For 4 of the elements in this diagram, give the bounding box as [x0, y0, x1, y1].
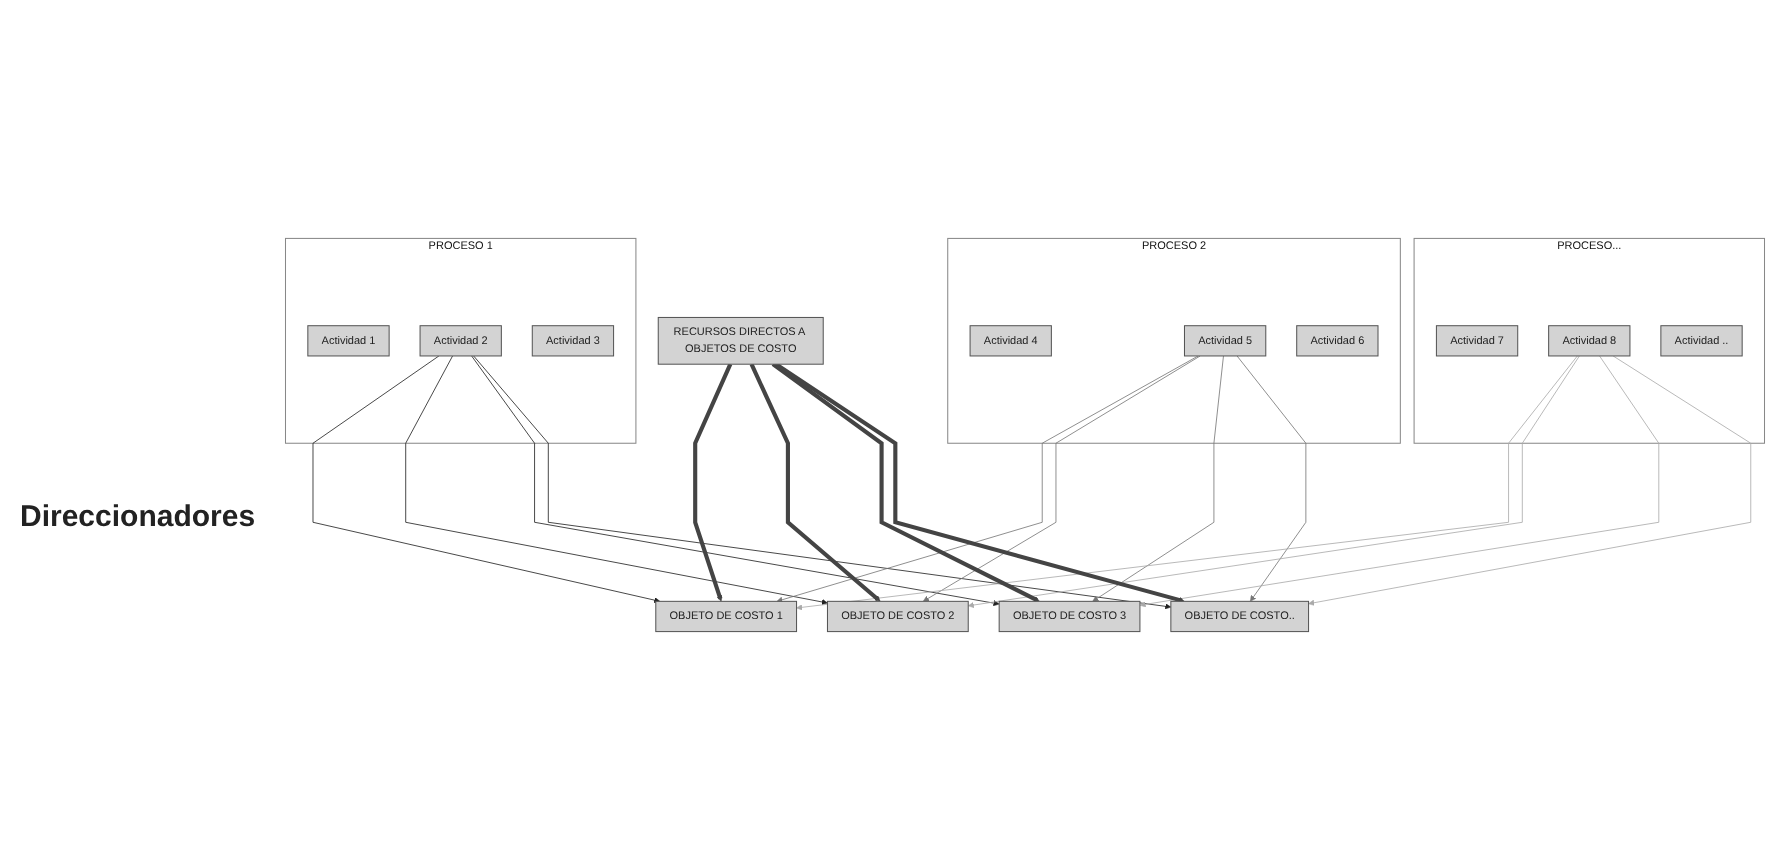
arrow [749, 363, 881, 602]
arrow [771, 362, 1040, 602]
annotation-text: Direccionadores [20, 500, 256, 534]
arrow [693, 363, 733, 602]
